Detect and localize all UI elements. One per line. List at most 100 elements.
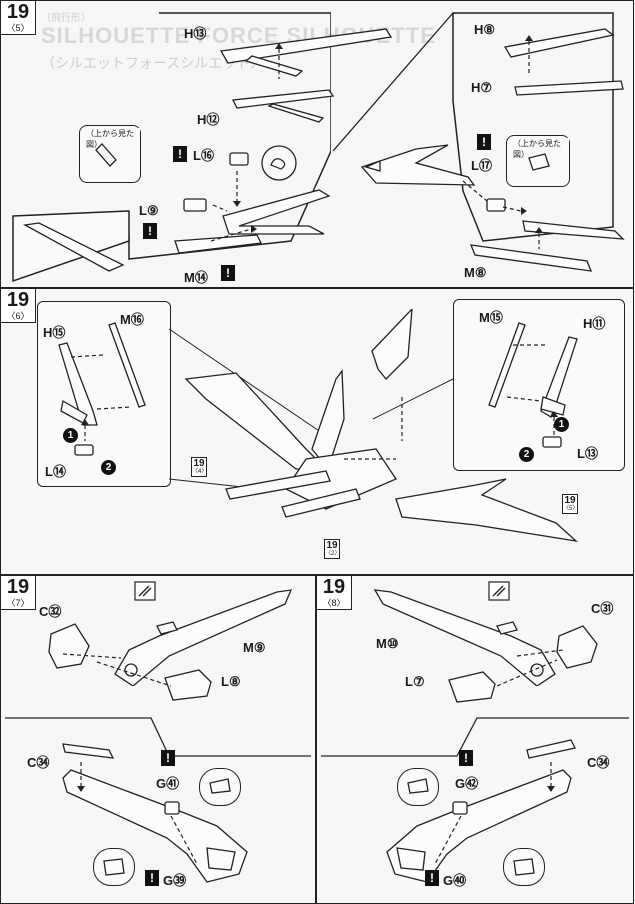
connector-detail-callout <box>503 848 545 886</box>
wing-m8 <box>469 244 593 272</box>
arm-assembly-lower <box>386 769 572 883</box>
label-l14: L⑭ <box>45 464 66 479</box>
detail-callout-right <box>453 299 625 471</box>
arm-part-m9 <box>114 589 293 686</box>
cap-part-c34 <box>62 743 115 759</box>
label-m15: M⑮ <box>479 310 503 325</box>
step-number: 19 <box>6 1 30 23</box>
wing-main-left <box>222 189 331 235</box>
arm-assembly-lower <box>62 769 248 883</box>
connector-l14 <box>74 444 94 456</box>
plate-left <box>22 222 125 272</box>
fin-part-h15 <box>58 342 98 426</box>
label-g39: G㊴ <box>163 873 187 888</box>
label-c34: C㉞ <box>27 755 50 770</box>
plate-part-l7 <box>448 671 496 703</box>
label-m16: M⑯ <box>120 312 144 327</box>
label-l16: L⑯ <box>193 148 214 163</box>
step-sub-number: 〈8〉 <box>322 598 346 608</box>
arrows-7-bottom <box>77 762 198 865</box>
connector-l9 <box>183 198 207 212</box>
wing-part-h12 <box>231 89 335 123</box>
step-sub-number: 〈6〉 <box>6 311 30 321</box>
label-l7: L⑦ <box>405 674 425 689</box>
step-panel-7: 19 〈7〉 C㉜ M⑨ L⑧ <box>0 575 316 904</box>
label-h7: H⑦ <box>471 80 493 95</box>
wing-part-right-lower <box>522 220 625 240</box>
assembled-wing-right <box>360 144 476 186</box>
step-panel-8: 19 〈8〉 M⑩ C㉛ L⑦ <box>316 575 634 904</box>
connector-l16 <box>229 152 249 166</box>
connector-detail-callout <box>397 768 439 806</box>
main-assembly <box>184 309 579 542</box>
step-tab-8: 19 〈8〉 <box>317 576 352 610</box>
divider <box>5 717 311 757</box>
warning-icon: ! <box>143 223 157 239</box>
label-l17: L⑰ <box>471 158 492 173</box>
nipper-icon <box>488 581 510 601</box>
step-reference-2: 19〈2〉 <box>324 539 341 559</box>
label-l8: L⑧ <box>221 674 241 689</box>
connector-detail-callout <box>199 768 241 806</box>
label-m10: M⑩ <box>376 636 399 651</box>
step-number: 19 <box>6 576 30 598</box>
warning-icon: ! <box>221 265 235 281</box>
fin-part-h11 <box>540 336 578 418</box>
arrows-8-top <box>496 649 564 687</box>
arrows-detail-left <box>70 354 132 441</box>
fin-part-m15 <box>488 322 526 408</box>
sequence-marker-1: 1 <box>63 428 78 443</box>
wing-part-h13 <box>219 28 393 77</box>
label-c31: C㉛ <box>591 601 614 616</box>
step-tab-6: 19 〈6〉 <box>1 289 36 323</box>
wing-part-h7 <box>514 80 624 96</box>
step-panel-6: 19 〈6〉 1 2 H⑮ M⑯ L⑭ <box>0 288 634 575</box>
right-subassembly-frame <box>333 12 614 242</box>
step-sub-number: 〈7〉 <box>6 598 30 608</box>
warning-icon: ! <box>477 134 491 150</box>
arrows-8-bottom <box>434 762 555 865</box>
connector-detail-callout <box>93 848 135 886</box>
step-tab-7: 19 〈7〉 <box>1 576 36 610</box>
wing-part-h8 <box>503 28 615 58</box>
label-m8: M⑧ <box>464 265 487 280</box>
warning-icon: ! <box>173 146 187 162</box>
cap-part-c34 <box>526 739 576 759</box>
step-reference-5: 19〈5〉 <box>562 494 579 514</box>
label-h15: H⑮ <box>43 325 66 340</box>
step-panel-5: 19 〈5〉 SILHOUETTE FORCE SILHOUETTE （シルエッ… <box>0 0 634 288</box>
cap-part-c32 <box>48 623 90 669</box>
label-c34: C㉞ <box>587 755 610 770</box>
top-view-callout-right: （上から見た図） <box>506 135 570 187</box>
divider <box>321 717 629 757</box>
step-number: 19 <box>322 576 346 598</box>
small-part-marker <box>496 621 518 635</box>
label-h8: H⑧ <box>474 22 496 37</box>
sequence-marker-1: 1 <box>554 417 569 432</box>
label-h12: H⑫ <box>197 112 220 127</box>
arrows-left <box>210 43 283 242</box>
arm-part-m10 <box>373 589 556 686</box>
label-l9: L⑨ <box>139 203 159 218</box>
background-flight-mode: （飛行形） <box>41 13 91 24</box>
label-g42: G㊷ <box>455 776 479 791</box>
cap-part-c31 <box>556 625 598 669</box>
step-number: 19 <box>6 289 30 311</box>
wing-m14 <box>174 234 262 254</box>
connector-l17 <box>486 198 506 212</box>
small-part-marker <box>156 621 178 635</box>
arrows-7-top <box>62 653 172 687</box>
label-g40: G㊵ <box>443 873 467 888</box>
connector-g41 <box>164 801 180 815</box>
connector-g42 <box>452 801 468 815</box>
warning-icon: ! <box>145 870 159 886</box>
detail-callout-left <box>37 301 171 487</box>
swatch-icon <box>261 145 297 181</box>
label-l13: L⑬ <box>577 446 598 461</box>
label-m14: M⑭ <box>184 270 208 285</box>
nipper-icon <box>134 581 156 601</box>
step-reference-4: 19〈4〉 <box>191 457 208 477</box>
sequence-marker-2: 2 <box>519 447 534 462</box>
step-tab-5: 19 〈5〉 <box>1 1 36 35</box>
step-sub-number: 〈5〉 <box>6 23 30 33</box>
